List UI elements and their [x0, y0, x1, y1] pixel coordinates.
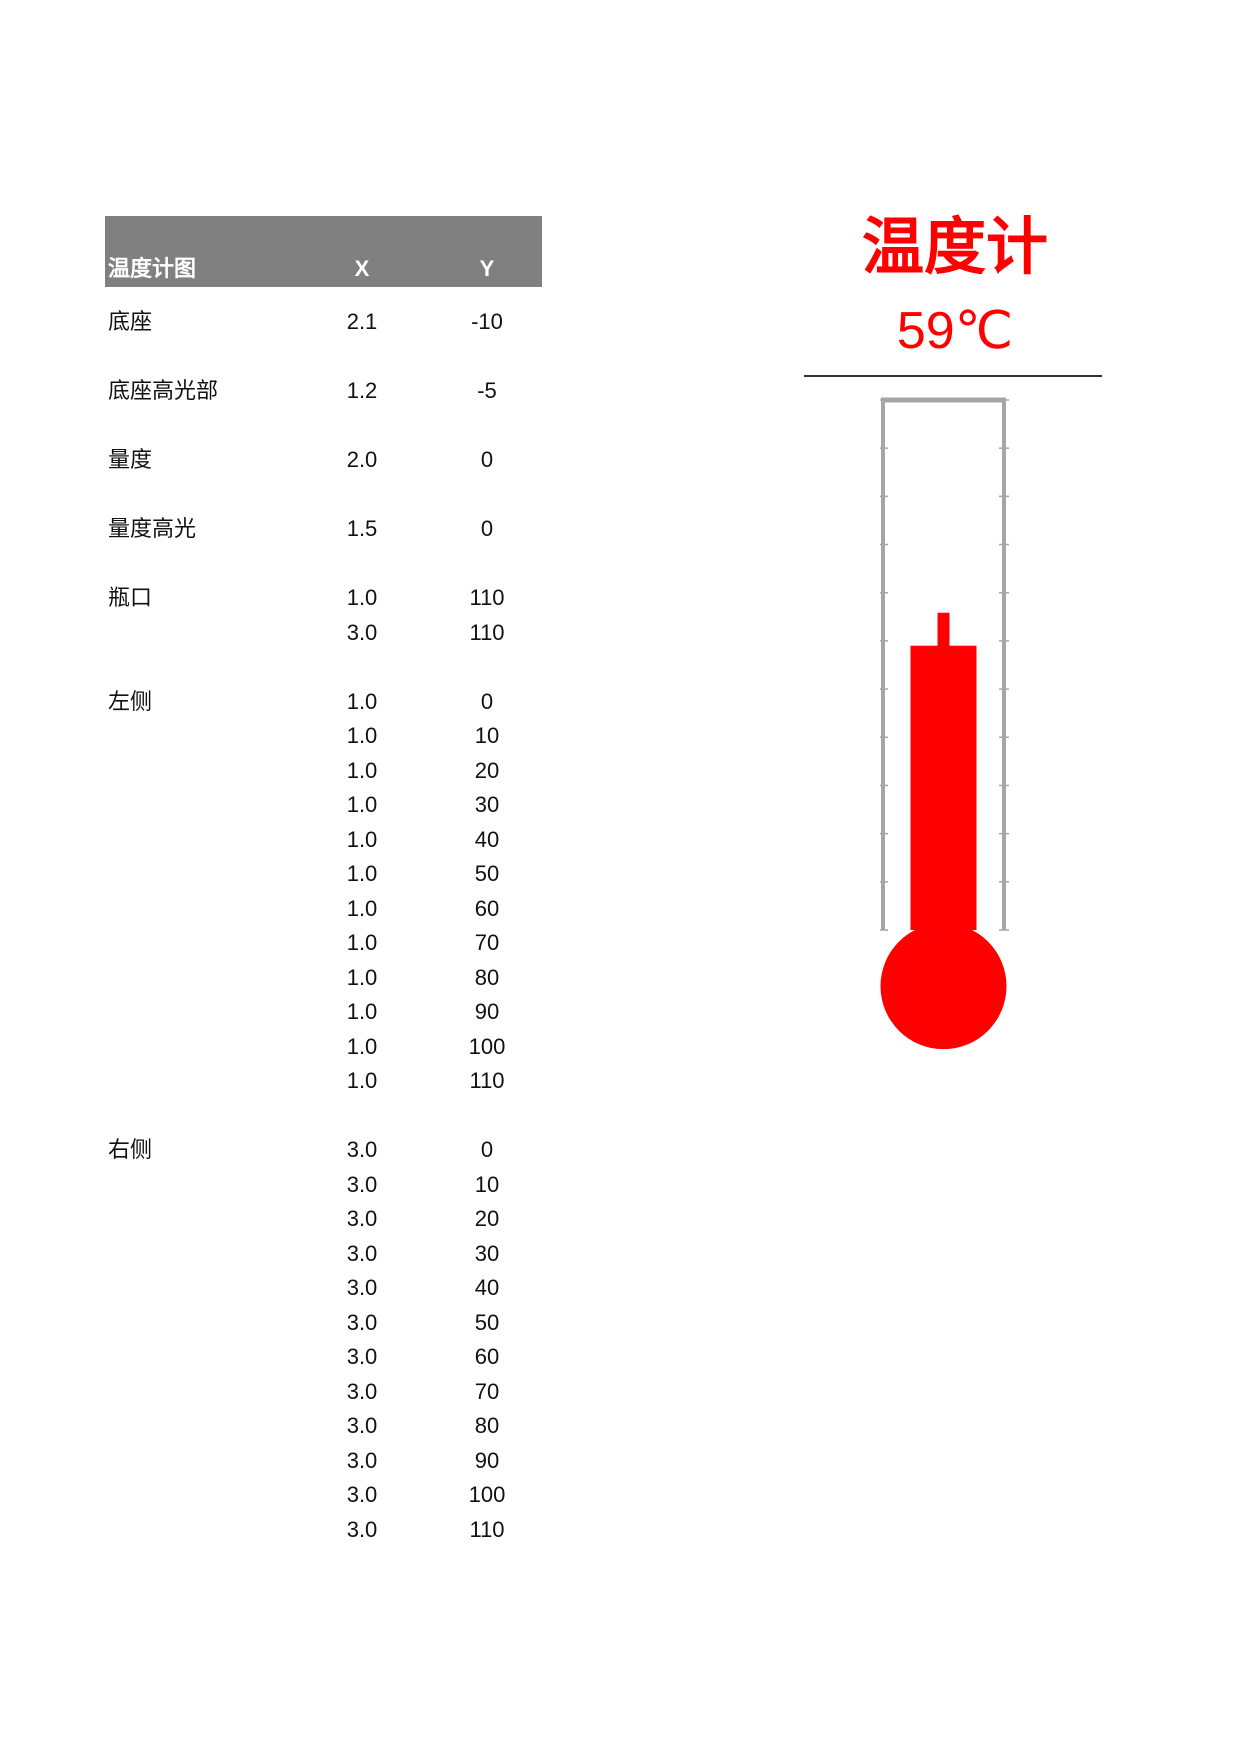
measure-highlight	[937, 612, 950, 647]
header-label: 温度计图	[108, 256, 197, 281]
row-label: 瓶口	[108, 585, 153, 610]
row-gap	[105, 478, 542, 513]
row-label: 量度	[108, 447, 153, 472]
table-header: 温度计图 X Y	[105, 216, 542, 287]
row-label: 底座高光部	[108, 378, 219, 403]
row-label: 底座	[108, 309, 153, 334]
chart-divider	[804, 375, 1102, 377]
measure-column	[910, 645, 977, 930]
row-label: 左侧	[108, 688, 153, 714]
row-label: 量度高光	[108, 516, 197, 541]
thermometer-chart	[880, 397, 1009, 1050]
row-gap	[105, 547, 542, 582]
row-gap	[105, 340, 542, 375]
row-gap	[105, 1099, 542, 1134]
chart-value: 59℃	[896, 302, 1014, 360]
row-gap	[105, 409, 542, 444]
row-gap	[105, 650, 542, 685]
chart-title: 温度计	[861, 210, 1048, 283]
base-bulb	[880, 923, 1007, 1050]
row-label: 右侧	[108, 1137, 153, 1162]
